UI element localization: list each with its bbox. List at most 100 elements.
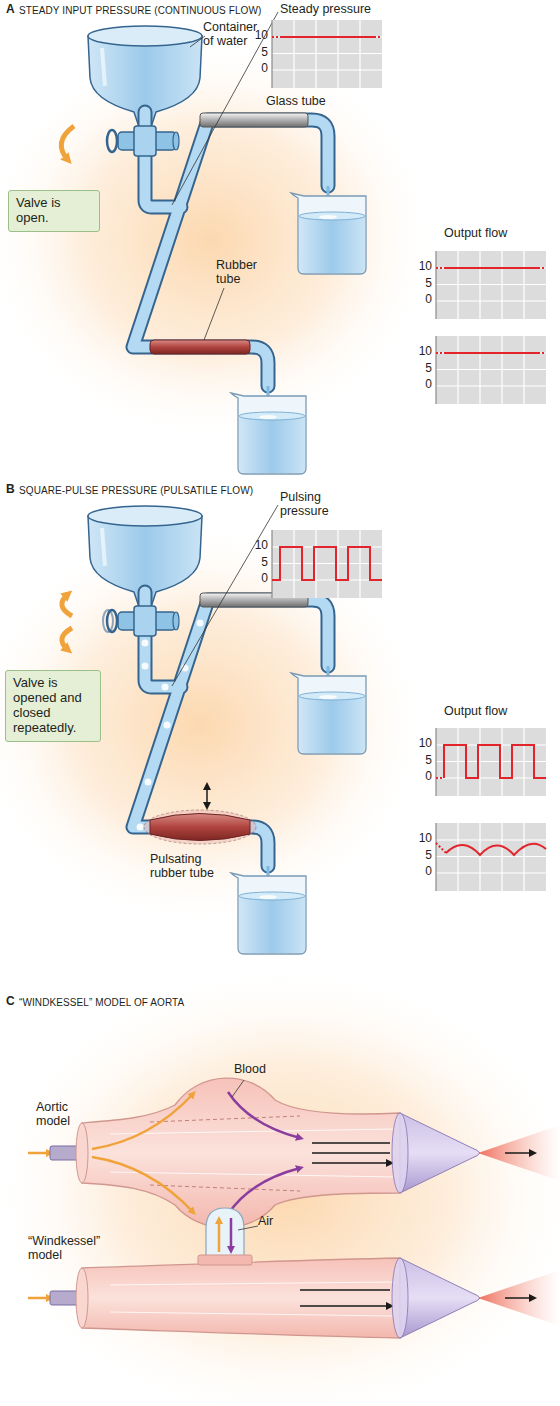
leader-line: [172, 12, 278, 205]
axis-tick: 10: [412, 345, 432, 358]
flow-graph: [436, 336, 546, 404]
cone-rim: [392, 1113, 408, 1193]
leader-line: [204, 288, 224, 340]
expansion-arrow: [218, 1220, 221, 1252]
outlet-cone: [400, 1258, 480, 1338]
callout-box: Valve is open.: [8, 190, 100, 232]
expansion-arrow: [92, 1157, 193, 1212]
axis-tick: 5: [412, 754, 432, 767]
axis-tick: 0: [412, 378, 432, 391]
flow-arrow: [312, 1143, 390, 1163]
recoil-arrow: [228, 1168, 300, 1214]
pressure-pulses-part: [142, 663, 149, 670]
streamline: [110, 1282, 395, 1316]
pressure-pulses-part: [197, 620, 204, 627]
panel-heading: STEADY INPUT PRESSURE (CONTINUOUS FLOW): [19, 5, 261, 16]
pressure-pulses-part: [142, 640, 149, 647]
part-name: Rubber tube: [216, 258, 266, 286]
windkessel-model: [28, 1208, 560, 1338]
axis-tick: 5: [248, 556, 268, 569]
graph-trace: [436, 267, 546, 269]
axis-tick: 10: [412, 260, 432, 273]
graph-trace: [446, 844, 546, 855]
pressure-pulses-part: [145, 779, 152, 786]
panel-heading: “WINDKESSEL” MODEL OF AORTA: [19, 997, 184, 1008]
flow-graph: [436, 728, 546, 796]
aortic-model: [28, 1078, 560, 1227]
pressure-pulses-part: [162, 684, 169, 691]
valve-turn-arrow: [62, 594, 72, 616]
graph-trace: [444, 267, 538, 269]
part-name: Air: [258, 1214, 273, 1228]
flow-arrow: [300, 1290, 390, 1306]
valve-turn-arrow: [61, 126, 74, 160]
panel-letter: C: [6, 995, 15, 1008]
graph-title: Pulsing pressure: [280, 490, 342, 518]
flow-graph: [436, 251, 546, 319]
part-name: Blood: [234, 1062, 266, 1076]
tube-end: [76, 1123, 88, 1183]
streamline: [110, 1129, 395, 1177]
graph-trace: [444, 352, 538, 354]
rubber-tube: [150, 340, 250, 354]
part-name: Container of water: [203, 20, 261, 48]
cone-rim: [392, 1258, 408, 1338]
apparatus: [88, 26, 366, 474]
background-glow: [0, 960, 560, 1406]
leader-line: [232, 1080, 244, 1097]
axis-tick: 10: [412, 832, 432, 845]
aorta-wall: [82, 1078, 400, 1227]
box-text: Valve is opened and closed repeatedly.: [13, 676, 93, 736]
flow-arrow: [505, 1297, 533, 1299]
axis-tick: 10: [248, 539, 268, 552]
expansion-arrow: [92, 1094, 193, 1149]
pulsation-outline: [144, 810, 256, 844]
pulsating-rubber-tube: [150, 814, 250, 841]
valve-handle-motion: [103, 610, 113, 632]
axis-tick: 0: [412, 293, 432, 306]
panel-b: [62, 505, 546, 954]
axis-tick: 5: [412, 849, 432, 862]
tube-end: [76, 1268, 88, 1328]
leader-line: [190, 36, 205, 47]
graph-title: Output flow: [444, 226, 507, 240]
axis-tick: 10: [412, 737, 432, 750]
recoil-arrow: [230, 1218, 233, 1250]
outflow-jet: [478, 1125, 560, 1181]
graph-trace: [436, 352, 546, 354]
graph-trace: [272, 36, 382, 38]
recoil-arrow: [228, 1092, 300, 1138]
pressure-pulses-part: [137, 824, 144, 831]
part-name: Aortic model: [36, 1100, 88, 1128]
panel-a: [61, 12, 546, 474]
resting-wall-line: [150, 1116, 300, 1191]
leader-line: [172, 505, 278, 686]
panel-letter: B: [6, 483, 15, 496]
part-name: “Windkessel” model: [28, 1234, 120, 1262]
chamber-collar: [198, 1255, 252, 1265]
axis-tick: 5: [248, 46, 268, 59]
callout-box: Valve is opened and closed repeatedly.: [5, 670, 101, 742]
box-text: Valve is open.: [16, 196, 92, 226]
axis-tick: 0: [248, 572, 268, 585]
outlet-cone: [400, 1113, 480, 1193]
axis-tick: 5: [412, 277, 432, 290]
inflow-arrow: [28, 1297, 50, 1300]
graph-trace: [280, 36, 374, 38]
pressure-pulses-part: [164, 722, 171, 729]
leader-line: [238, 1226, 258, 1230]
background-glow: [0, 35, 440, 445]
axis-tick: 0: [412, 865, 432, 878]
valve-turn-arrow: [62, 628, 72, 650]
graph-trace: [436, 843, 446, 853]
axis-tick: 10: [248, 29, 268, 42]
part-name: Glass tube: [266, 94, 326, 108]
panel-letter: A: [6, 3, 15, 16]
flow-graph: [436, 823, 546, 891]
panel-heading: SQUARE-PULSE PRESSURE (PULSATILE FLOW): [19, 485, 253, 496]
graph-trace: [444, 745, 546, 778]
axis-tick: 0: [412, 770, 432, 783]
inflow-arrow: [28, 1152, 50, 1155]
pressure-graph: [272, 530, 382, 598]
